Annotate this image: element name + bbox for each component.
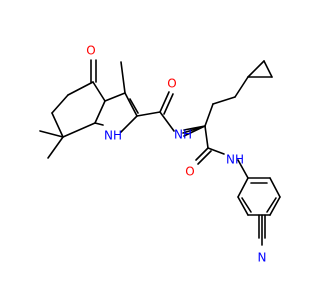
atom-label-ketone-oxygen: O xyxy=(86,44,95,58)
pyrrole-ring xyxy=(94,61,139,133)
atom-label-amide2-oxygen: O xyxy=(185,165,194,179)
atom-label-amide1-oxygen: O xyxy=(167,77,176,91)
cyclohexanone-ring xyxy=(39,59,106,159)
atom-label-nitrile-nitrogen: N xyxy=(258,251,267,265)
atom-label-indole-nh: NH xyxy=(104,129,122,143)
benzonitrile-ring xyxy=(237,159,281,246)
amide-linker-1 xyxy=(136,91,175,132)
amide-linker-2 xyxy=(195,125,225,165)
structure-diagram: O NH O NH O NH N xyxy=(39,44,281,265)
atom-label-amide1-nh: NH xyxy=(174,128,192,142)
molecule-canvas: O NH O NH O NH N xyxy=(39,43,281,265)
atom-label-amide2-nh: NH xyxy=(226,153,244,167)
side-chain xyxy=(182,60,273,137)
